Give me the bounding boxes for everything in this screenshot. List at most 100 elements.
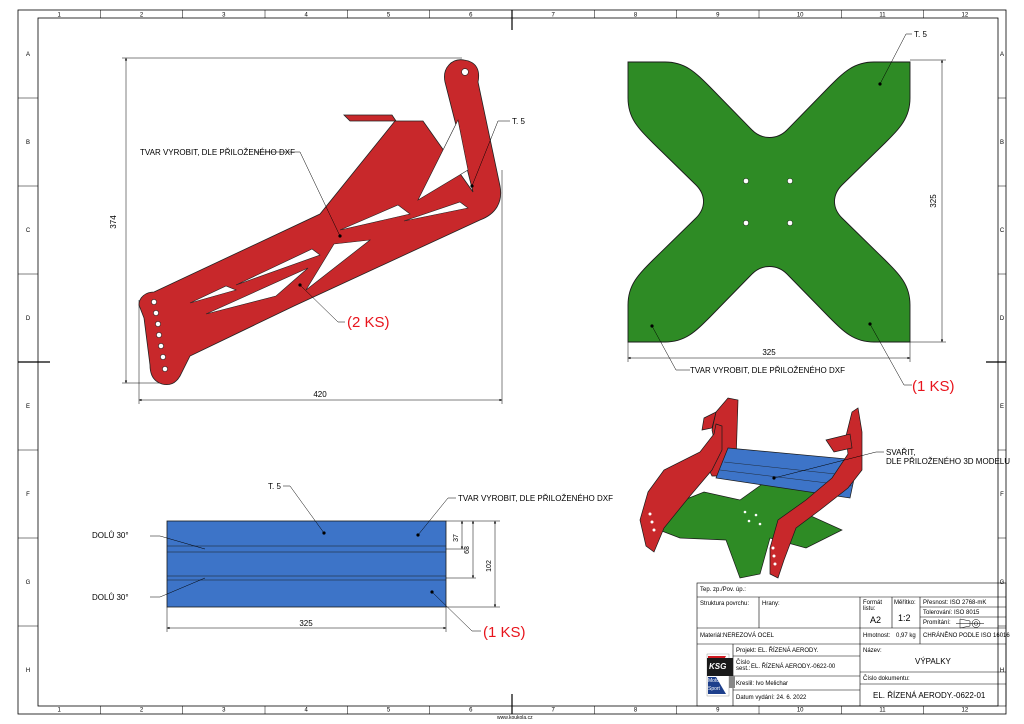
grid-col-label-top: 4 bbox=[304, 13, 308, 19]
bracket-hole bbox=[156, 332, 162, 338]
bracket-hole bbox=[162, 366, 168, 372]
grid-row-label-left: D bbox=[26, 316, 31, 322]
tb-nazev-value: VÝPALKY bbox=[915, 657, 951, 666]
ksg-logo bbox=[706, 653, 735, 697]
tb-meritko-value: 1:2 bbox=[898, 613, 911, 623]
bracket-cutout bbox=[189, 285, 237, 304]
grid-col-label-bottom: 6 bbox=[469, 708, 473, 714]
weld-note-line1: SVAŘIT, bbox=[886, 448, 916, 457]
grid-col-label-top: 9 bbox=[716, 13, 720, 19]
bracket-shape-note: TVAR VYROBIT, DLE PŘILOŽENÉHO DXF bbox=[140, 148, 295, 157]
grid-row-label-left: F bbox=[26, 492, 30, 498]
tb-tolerovani: Tolerování: ISO 8015 bbox=[923, 610, 980, 616]
grid-col-label-bottom: 8 bbox=[634, 708, 638, 714]
plate-height-dim: 325 bbox=[929, 194, 938, 208]
grid-col-label-top: 2 bbox=[140, 13, 144, 19]
bent-sheet-shape bbox=[166, 520, 447, 608]
bent-dim-63: 63 bbox=[464, 546, 471, 554]
bracket-hole bbox=[461, 68, 469, 76]
plate-thickness: T. 5 bbox=[914, 30, 927, 39]
grid-col-label-bottom: 5 bbox=[387, 708, 391, 714]
grid-col-label-top: 1 bbox=[57, 13, 61, 19]
grid-row-label-right: C bbox=[1000, 228, 1005, 234]
plate-quantity: (1 KS) bbox=[912, 378, 955, 395]
grid-col-label-bottom: 11 bbox=[879, 708, 886, 714]
bracket-cutout bbox=[417, 119, 469, 201]
logo-sport-text: Sport bbox=[708, 686, 720, 692]
tb-nazev-label: Název: bbox=[863, 648, 882, 654]
tb-meritko-label: Měřítko: bbox=[894, 600, 916, 606]
tb-cislo-dok-value: EL. ŘÍZENÁ AERODY.-0622-01 bbox=[873, 691, 986, 700]
grid-col-label-bottom: 4 bbox=[304, 708, 308, 714]
bend-note-lower: DOLŮ 30° bbox=[92, 593, 129, 602]
tb-chraneno: CHRÁNĚNO PODLE ISO 16016 bbox=[923, 633, 1010, 639]
projection-symbol-icon bbox=[956, 618, 984, 629]
grid-col-label-top: 12 bbox=[961, 13, 968, 19]
tb-format-label: Formát listu: bbox=[863, 600, 883, 612]
bracket-cutout bbox=[235, 248, 321, 286]
grid-col-label-bottom: 12 bbox=[961, 708, 968, 714]
tb-format-value: A2 bbox=[870, 615, 882, 625]
tb-hmotnost-value: 0,97 kg bbox=[896, 633, 916, 639]
grid-col-label-bottom: 3 bbox=[222, 708, 226, 714]
assembly-sheet bbox=[715, 447, 859, 499]
grid-col-label-top: 6 bbox=[469, 13, 473, 19]
bent-thickness: T. 5 bbox=[268, 482, 281, 491]
bracket-body bbox=[138, 59, 502, 385]
assembly-view: SVAŘIT, DLE PŘILOŽENÉHO 3D MODELU bbox=[639, 397, 1010, 579]
bent-sheet-view: 37 63 102 325 T. 5 TVAR VYROBIT, DLE PŘI… bbox=[92, 482, 613, 641]
plate-shape-note: TVAR VYROBIT, DLE PŘILOŽENÉHO DXF bbox=[690, 366, 845, 375]
grid-col-label-top: 3 bbox=[222, 13, 226, 19]
weld-note-line2: DLE PŘILOŽENÉHO 3D MODELU bbox=[886, 457, 1010, 466]
bracket-hole bbox=[155, 321, 161, 327]
bent-quantity: (1 KS) bbox=[483, 624, 526, 641]
bent-width-dim: 325 bbox=[299, 619, 313, 628]
footer-url: www.koukola.cz bbox=[497, 715, 533, 721]
grid-row-label-left: E bbox=[26, 404, 30, 410]
grid-row-label-right: E bbox=[1000, 404, 1004, 410]
tb-cislo-dok-label: Číslo dokumentu: bbox=[863, 676, 910, 682]
tb-tep-zp: Tep. zp./Pov. úp.: bbox=[700, 587, 746, 593]
bracket-cutout bbox=[305, 239, 372, 291]
logo-ksg-text: KSG bbox=[709, 662, 727, 671]
grid-col-label-top: 10 bbox=[797, 13, 804, 19]
bracket-flange bbox=[343, 114, 397, 122]
grid-row-label-right: D bbox=[1000, 316, 1005, 322]
bracket-cutout bbox=[339, 204, 411, 231]
bracket-hole bbox=[153, 310, 159, 316]
bracket-view: 374 420 bbox=[109, 57, 525, 404]
bend-note-upper: DOLŮ 30° bbox=[92, 531, 129, 540]
grid-row-label-right: H bbox=[1000, 668, 1004, 674]
tb-struktura: Struktura povrchu: bbox=[700, 601, 750, 607]
tb-material: Materiál:NEREZOVÁ OCEL bbox=[700, 633, 775, 639]
grid-row-label-right: B bbox=[1000, 140, 1004, 146]
grid-col-label-top: 8 bbox=[634, 13, 638, 19]
bent-shape-note: TVAR VYROBIT, DLE PŘILOŽENÉHO DXF bbox=[458, 494, 613, 503]
tb-datum: Datum vydání: 24. 6. 2022 bbox=[736, 695, 807, 701]
grid-col-label-bottom: 10 bbox=[797, 708, 804, 714]
tb-presnost: Přesnost: ISO 2768-mK bbox=[923, 600, 987, 606]
tb-promitani: Promítání: bbox=[923, 620, 951, 626]
assembly-bracket-right bbox=[769, 407, 863, 579]
grid-row-label-right: A bbox=[1000, 52, 1004, 58]
grid-col-label-top: 5 bbox=[387, 13, 391, 19]
tb-projekt: Projekt: EL. ŘÍZENÁ AERODY. bbox=[736, 648, 819, 654]
grid-row-label-left: A bbox=[26, 52, 30, 58]
bent-dim-102: 102 bbox=[486, 560, 493, 572]
bracket-width-dim: 420 bbox=[313, 390, 327, 399]
centering-marks bbox=[18, 10, 1006, 714]
plate-view: 325 325 T. 5 TVAR VYROBIT, DLE PŘILOŽENÉ… bbox=[627, 30, 955, 395]
tb-hmotnost-label: Hmotnost: bbox=[863, 633, 891, 639]
assembly-plate bbox=[653, 469, 843, 579]
title-block-frame bbox=[696, 582, 1007, 707]
logo-moto-text: Moto bbox=[708, 678, 720, 684]
assembly-bracket-left bbox=[639, 423, 723, 553]
grid-col-label-bottom: 9 bbox=[716, 708, 720, 714]
grid-col-label-top: 11 bbox=[879, 13, 886, 19]
plate-hole bbox=[743, 220, 749, 226]
bracket-height-dim: 374 bbox=[109, 215, 118, 229]
grid-row-label-left: G bbox=[26, 580, 31, 586]
plate-hole bbox=[787, 220, 793, 226]
